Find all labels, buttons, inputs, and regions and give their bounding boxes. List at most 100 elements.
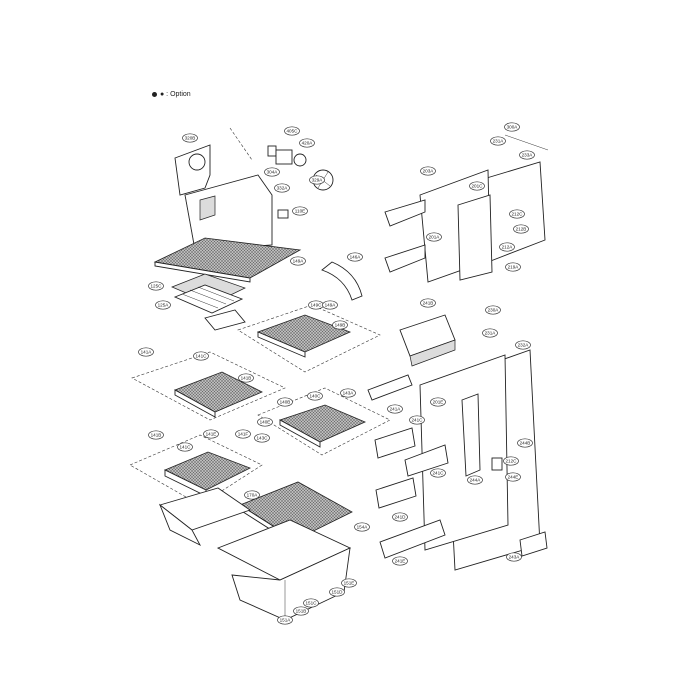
part-number-label: 141C xyxy=(196,354,208,359)
part-callout: 149B xyxy=(332,320,348,330)
part-callout: 241C xyxy=(430,468,446,478)
callout-bubble xyxy=(329,587,345,597)
callout-bubble xyxy=(235,429,251,439)
callout-bubble xyxy=(517,438,533,448)
callout-bubble xyxy=(506,552,522,562)
callout-bubble xyxy=(303,598,319,608)
part-number-label: 110E xyxy=(295,209,305,214)
part-number-label: 151D xyxy=(332,590,344,595)
callout-labels: 320B405C420A329A304A332A110E149A125C125A… xyxy=(138,122,535,625)
part-number-label: 241E xyxy=(395,559,406,564)
part-number-label: 241A xyxy=(390,407,402,412)
part-number-label: 151C xyxy=(306,601,318,606)
callout-bubble xyxy=(504,122,520,132)
middle-shelf-left xyxy=(131,351,286,421)
callout-bubble xyxy=(292,206,308,216)
part-number-label: 141B xyxy=(241,376,252,381)
part-callout: 170A xyxy=(244,490,260,500)
callout-bubble xyxy=(420,166,436,176)
part-callout: 212A xyxy=(499,242,515,252)
part-callout: 241B xyxy=(420,298,436,308)
ice-tray xyxy=(171,273,246,331)
part-number-label: 125C xyxy=(151,284,163,289)
part-number-label: 212B xyxy=(516,227,527,232)
part-number-label: 212C xyxy=(506,459,518,464)
part-number-label: 143A xyxy=(343,391,355,396)
callout-bubble xyxy=(354,522,370,532)
part-callout: 151A xyxy=(277,615,293,625)
part-callout: 140E xyxy=(257,417,273,427)
part-number-label: 140C xyxy=(310,394,322,399)
callout-bubble xyxy=(482,328,498,338)
part-number-label: 170A xyxy=(247,493,259,498)
part-callout: 140C xyxy=(307,391,323,401)
part-callout: 141E xyxy=(203,429,219,439)
part-callout: 125C xyxy=(148,281,164,291)
part-callout: 201A xyxy=(426,232,442,242)
callout-bubble xyxy=(347,252,363,262)
part-number-label: 149A xyxy=(293,259,305,264)
callout-bubble xyxy=(193,351,209,361)
callout-bubble xyxy=(274,183,290,193)
callout-bubble xyxy=(299,138,315,148)
callout-bubble xyxy=(505,262,521,272)
part-number-label: 231A xyxy=(493,139,505,144)
part-number-label: 233A xyxy=(522,153,534,158)
upper-shelf-assembly xyxy=(237,304,381,373)
part-callout: 125A xyxy=(155,300,171,310)
callout-bubble xyxy=(309,175,325,185)
part-number-label: 244B xyxy=(520,441,531,446)
callout-bubble xyxy=(254,433,270,443)
callout-bubble xyxy=(426,232,442,242)
callout-bubble xyxy=(469,181,485,191)
option-legend-text: ● : Option xyxy=(160,91,191,98)
callout-bubble xyxy=(467,475,483,485)
part-callout: 231A xyxy=(482,328,498,338)
part-number-label: 212A xyxy=(502,245,514,250)
part-number-label: 241C xyxy=(433,471,445,476)
part-number-label: 140E xyxy=(260,420,271,425)
callout-bubble xyxy=(238,373,254,383)
crisper-drawer-main xyxy=(216,519,352,621)
callout-bubble xyxy=(290,256,306,266)
callout-bubble xyxy=(509,209,525,219)
part-callout: 332A xyxy=(274,183,290,193)
part-number-label: 241D xyxy=(395,515,407,520)
part-callout: 212C xyxy=(509,209,525,219)
part-number-label: 125A xyxy=(158,303,170,308)
callout-bubble xyxy=(392,556,408,566)
part-callout: 405C xyxy=(284,126,300,136)
part-callout: 140B xyxy=(277,397,293,407)
part-callout: 244B xyxy=(517,438,533,448)
part-callout: 231A xyxy=(490,136,506,146)
part-number-label: 141A xyxy=(141,350,153,355)
part-number-label: 244A xyxy=(470,478,482,483)
part-callout: 151E xyxy=(341,578,357,588)
callout-bubble xyxy=(148,430,164,440)
part-number-label: 332A xyxy=(277,186,289,191)
part-callout: 304A xyxy=(264,167,280,177)
dairy-compartment xyxy=(399,314,456,367)
part-number-label: 405C xyxy=(287,129,299,134)
part-number-label: 219A xyxy=(508,265,520,270)
part-callout: 151C xyxy=(303,598,319,608)
callout-bubble xyxy=(430,397,446,407)
part-callout: 232A xyxy=(515,340,531,350)
part-callout: 201C xyxy=(469,181,485,191)
option-bullet-icon xyxy=(152,91,157,97)
part-number-label: 212C xyxy=(512,212,524,217)
rear-duct-cover xyxy=(174,127,273,251)
callout-bubble xyxy=(277,397,293,407)
part-callout: 230A xyxy=(485,305,501,315)
callout-bubble xyxy=(485,305,501,315)
part-callout: 141B xyxy=(148,430,164,440)
callout-bubble xyxy=(490,136,506,146)
part-callout: 233A xyxy=(519,150,535,160)
callout-bubble xyxy=(307,391,323,401)
part-number-label: 141F xyxy=(238,432,249,437)
part-callout: 151D xyxy=(329,587,345,597)
part-number-label: 149A xyxy=(325,303,337,308)
callout-bubble xyxy=(499,242,515,252)
part-callout: 151B xyxy=(293,606,309,616)
